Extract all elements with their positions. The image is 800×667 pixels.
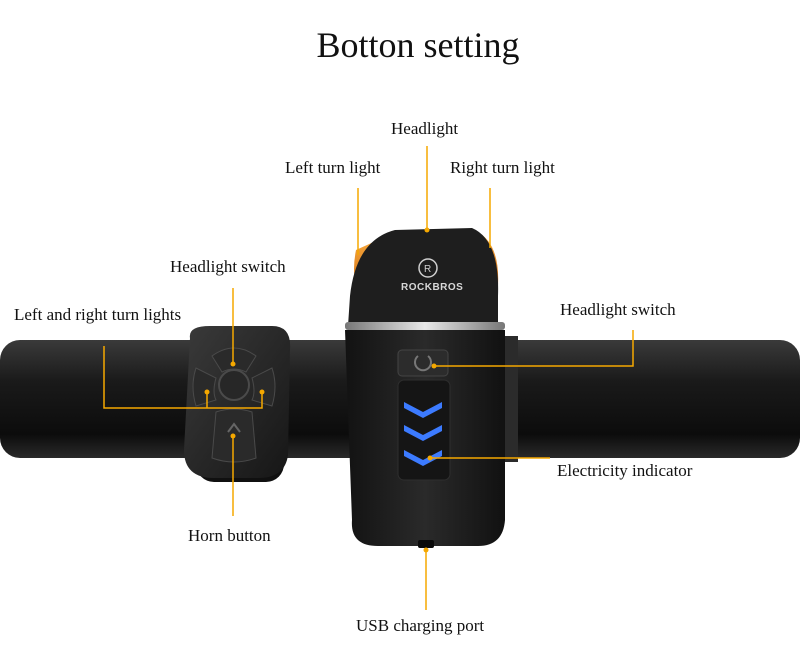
body-power-button bbox=[397, 349, 449, 377]
label-horn-button: Horn button bbox=[188, 526, 271, 545]
label-right-turn-light: Right turn light bbox=[450, 158, 555, 177]
chrome-ring bbox=[345, 322, 505, 330]
callout-lines bbox=[103, 146, 634, 610]
battery-level-1 bbox=[404, 402, 442, 418]
remote-center-button bbox=[218, 369, 250, 401]
remote-controller bbox=[184, 326, 291, 478]
label-left-turn-light: Left turn light bbox=[285, 158, 381, 177]
headlight-head bbox=[348, 228, 499, 326]
usb-port bbox=[418, 540, 434, 548]
power-icon bbox=[414, 355, 432, 372]
remote-up-button bbox=[211, 347, 257, 373]
label-headlight-switch-remote: Headlight switch bbox=[170, 257, 286, 276]
label-left-right-turn-lights: Left and right turn lights bbox=[14, 305, 182, 324]
page-title: Botton setting bbox=[316, 25, 520, 65]
label-headlight-switch-unit: Headlight switch bbox=[560, 300, 676, 319]
callout-dots bbox=[204, 227, 437, 553]
horn-arrow-icon bbox=[227, 422, 241, 433]
brand-label: ROCKBROS bbox=[401, 282, 464, 293]
label-usb-charging-port: USB charging port bbox=[356, 616, 485, 635]
label-headlight: Headlight bbox=[391, 119, 459, 138]
callout-turn-lights bbox=[103, 346, 263, 409]
brand-logo-mark bbox=[418, 258, 438, 278]
remote-right-button bbox=[251, 367, 276, 407]
brand-logo-glyph: R bbox=[424, 264, 431, 275]
remote-left-button bbox=[192, 367, 217, 407]
callout-unit-headlight-switch bbox=[434, 330, 634, 367]
battery-level-2 bbox=[404, 425, 442, 441]
label-electricity-indicator: Electricity indicator bbox=[557, 461, 693, 480]
